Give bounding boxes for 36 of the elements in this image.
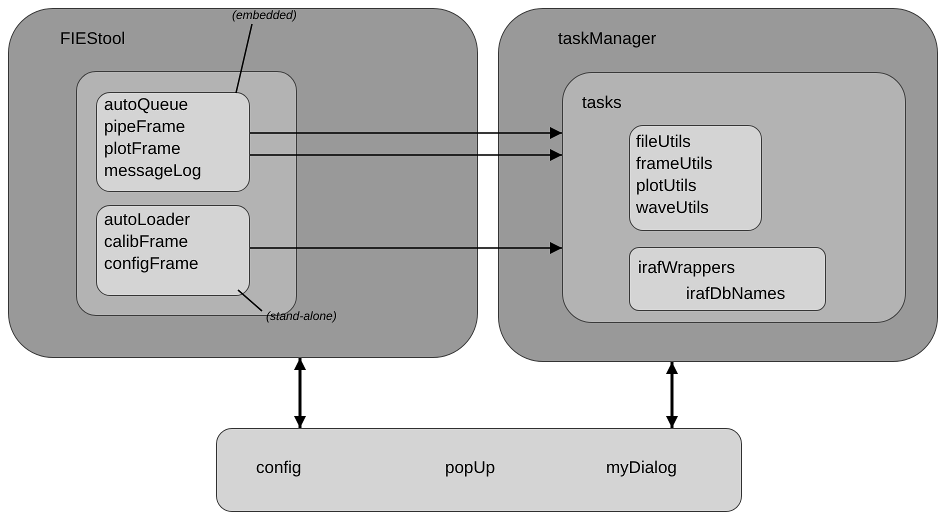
- annotation-label: (stand-alone): [266, 309, 337, 323]
- module-name: calibFrame: [104, 231, 188, 253]
- arrow: [250, 242, 562, 254]
- module-name: waveUtils: [636, 197, 709, 219]
- module-name: irafWrappers: [638, 257, 735, 279]
- module-name: configFrame: [104, 253, 198, 275]
- module-list-box: [96, 205, 250, 296]
- leader-line: [235, 24, 253, 94]
- panel-title: FIEStool: [60, 28, 126, 50]
- module-name: autoQueue: [104, 94, 188, 116]
- arrow: [666, 362, 678, 428]
- group-box: [562, 72, 906, 323]
- module-panel: [8, 8, 478, 358]
- module-name: frameUtils: [636, 153, 713, 175]
- annotation-label: (embedded): [232, 8, 297, 22]
- panel-title: tasks: [582, 92, 622, 114]
- module-name: fileUtils: [636, 131, 691, 153]
- arrow: [250, 127, 562, 139]
- module-name: myDialog: [606, 457, 677, 479]
- module-name: plotFrame: [104, 138, 181, 160]
- module-name: popUp: [445, 457, 496, 479]
- leader-line: [238, 289, 262, 312]
- arrow: [294, 358, 306, 428]
- module-name: plotUtils: [636, 175, 696, 197]
- module-name: config: [256, 457, 302, 479]
- module-name: messageLog: [104, 160, 202, 182]
- module-panel: [498, 8, 938, 362]
- module-list-box: [629, 125, 762, 231]
- arrow: [250, 149, 562, 161]
- module-name: pipeFrame: [104, 116, 186, 138]
- module-list-box: [96, 92, 250, 192]
- module-name: irafDbNames: [686, 283, 786, 305]
- module-name: autoLoader: [104, 209, 190, 231]
- module-panel: [216, 428, 742, 512]
- module-list-box: [629, 247, 826, 311]
- panel-title: taskManager: [558, 28, 656, 50]
